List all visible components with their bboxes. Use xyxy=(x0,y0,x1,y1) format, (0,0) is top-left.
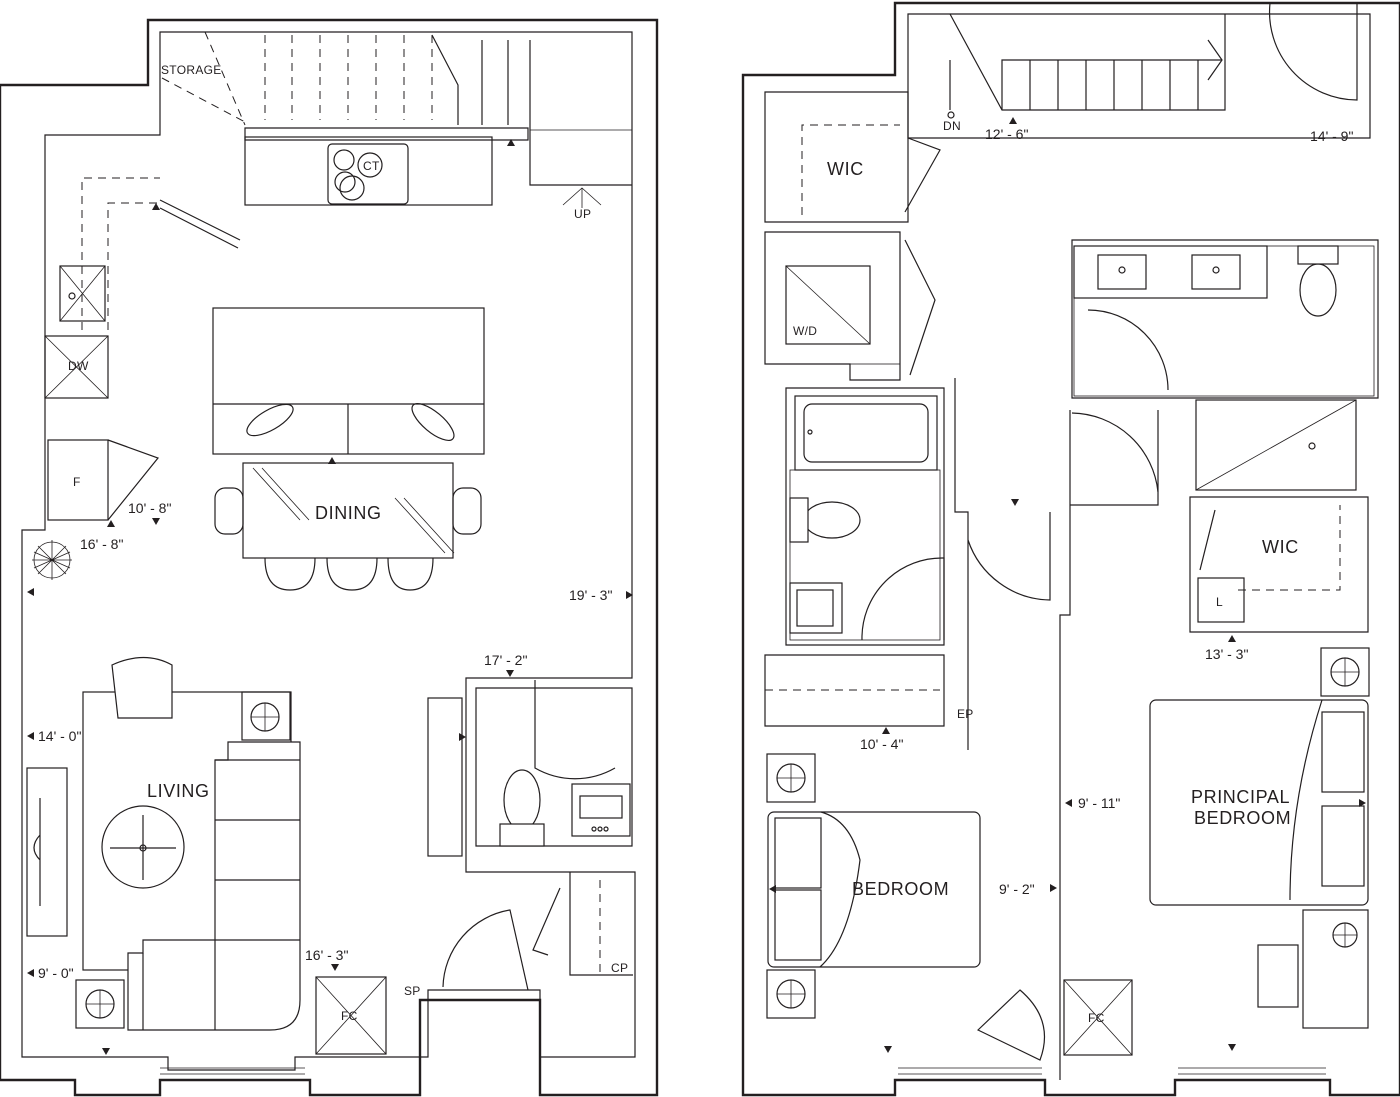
kitchen-counter: CT xyxy=(244,136,493,206)
dining-table: DINING xyxy=(214,462,482,591)
dishwasher-label: DW xyxy=(68,359,89,373)
walk-in-closet-right: WIC L xyxy=(1189,496,1369,633)
kitchen-island xyxy=(212,307,485,455)
walk-in-closet-left: WIC xyxy=(764,91,941,223)
bedroom-label: BEDROOM xyxy=(852,879,949,899)
principal-label-1: PRINCIPAL xyxy=(1191,787,1290,807)
stairs-down: DN xyxy=(943,13,1226,133)
fc-right-label: FC xyxy=(1088,1011,1105,1025)
bathroom-left xyxy=(785,387,945,646)
storage-stair-area: STORAGE xyxy=(161,31,632,186)
dim-14-0: 14' - 0" xyxy=(38,728,81,744)
window-living xyxy=(160,1067,305,1075)
hallway-door xyxy=(1071,412,1159,493)
dim-16-8: 16' - 8" xyxy=(80,536,123,552)
fridge-label: F xyxy=(73,475,81,489)
bedroom-furniture: BEDROOM xyxy=(766,753,1046,1061)
cooktop-label: CT xyxy=(363,159,380,173)
principal-label-2: BEDROOM xyxy=(1194,808,1291,828)
lower-level-outer-wall xyxy=(0,18,659,1097)
wd-label: W/D xyxy=(793,324,817,338)
principal-bedroom-furniture: PRINCIPAL BEDROOM xyxy=(1149,647,1370,1029)
wic-top-label: WIC xyxy=(827,159,864,179)
dim-10-8: 10' - 8" xyxy=(128,500,171,516)
laundry-closet: W/D xyxy=(764,231,936,381)
upper-level-outer-wall xyxy=(741,1,1400,1097)
dim-9-2: 9' - 2" xyxy=(999,881,1035,897)
dn-label: DN xyxy=(943,119,961,133)
dining-label: DINING xyxy=(315,503,382,523)
dim-14-9: 14' - 9" xyxy=(1310,128,1353,144)
dim-12-6: 12' - 6" xyxy=(985,126,1028,142)
kitchen-door xyxy=(159,199,241,249)
principal-ensuite xyxy=(1071,239,1379,491)
fridge: F xyxy=(47,439,159,521)
closet: CP xyxy=(532,872,633,976)
kitchen-sink xyxy=(59,265,106,322)
sp-label: SP xyxy=(404,984,421,998)
bathroom-door-hall xyxy=(967,512,1051,601)
dishwasher: DW xyxy=(44,335,109,399)
powder-room xyxy=(427,680,633,857)
dim-19-3: 19' - 3" xyxy=(569,587,612,603)
window-bedroom xyxy=(898,1067,1042,1075)
dim-10-4: 10' - 4" xyxy=(860,736,903,752)
living-label: LIVING xyxy=(147,781,210,801)
hallway-walls xyxy=(954,378,1159,1080)
fc-left-label: FC xyxy=(341,1009,358,1023)
dim-9-0: 9' - 0" xyxy=(38,965,74,981)
l-label: L xyxy=(1216,595,1223,609)
wic-right-label: WIC xyxy=(1262,537,1299,557)
window-principal xyxy=(1178,1067,1326,1075)
kitchen-counter-outline xyxy=(81,177,160,330)
lower-level-inner-wall xyxy=(21,31,636,1071)
fireplace-column-right: FC xyxy=(1063,979,1133,1056)
upper-level-inner-wall xyxy=(907,13,1371,139)
dim-9-11: 9' - 11" xyxy=(1078,795,1120,811)
stair-up-arrow: UP xyxy=(562,187,602,221)
upper-entry-door xyxy=(1268,2,1358,101)
ep-label: EP xyxy=(957,707,974,721)
up-label: UP xyxy=(574,207,591,221)
cp-label: CP xyxy=(611,961,628,975)
dim-17-2: 17' - 2" xyxy=(484,652,527,668)
storage-label: STORAGE xyxy=(161,63,222,77)
upper-level-plan: DN WIC W/D xyxy=(741,1,1400,1097)
lower-level-plan: STORAGE CT UP xyxy=(0,18,659,1097)
dim-13-3: 13' - 3" xyxy=(1205,646,1248,662)
entry-door xyxy=(442,909,529,991)
plant-icon xyxy=(32,540,72,580)
dim-16-3: 16' - 3" xyxy=(305,947,348,963)
fireplace-column-left: FC xyxy=(315,976,387,1055)
living-area: LIVING xyxy=(26,656,301,1031)
bedroom-closet: EP xyxy=(764,654,974,727)
